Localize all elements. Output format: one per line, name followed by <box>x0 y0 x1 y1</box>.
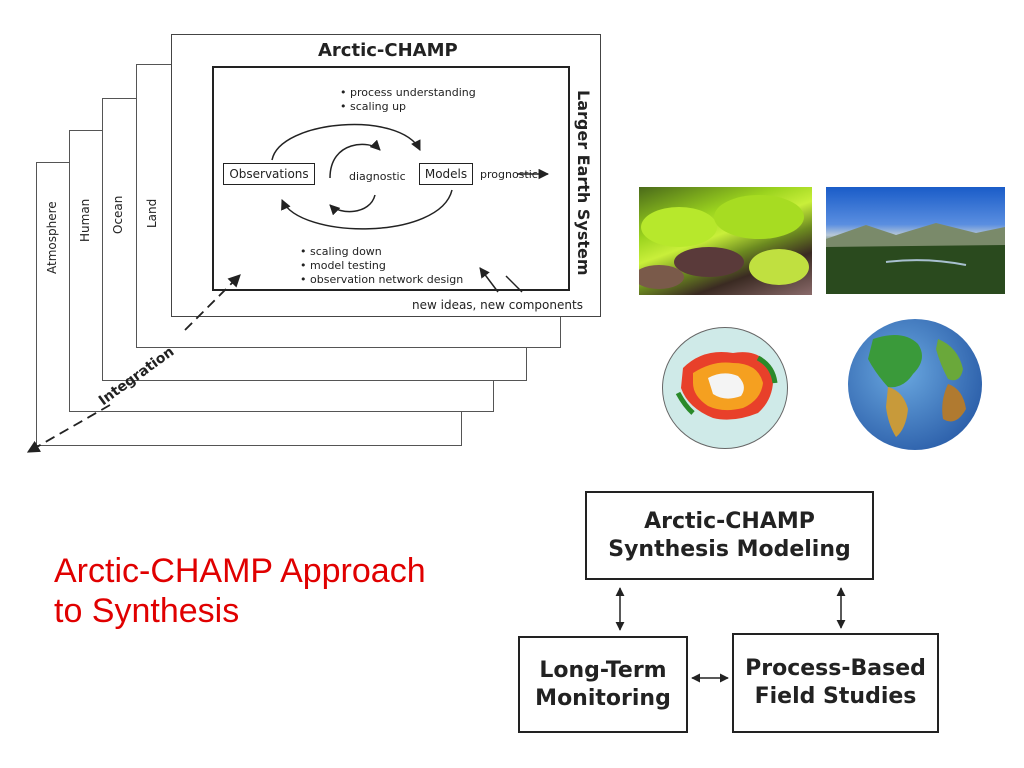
observations-box: Observations <box>223 163 315 185</box>
headline: Arctic-CHAMP Approach to Synthesis <box>54 551 426 631</box>
synthesis-modeling-box: Arctic-CHAMP Synthesis Modeling <box>585 491 874 580</box>
inner-loop-top <box>329 139 381 179</box>
inner-loop-bottom <box>329 194 376 216</box>
diagnostic-label: diagnostic <box>349 170 406 183</box>
diagram-arrows <box>26 123 550 453</box>
new-ideas-label: new ideas, new components <box>412 298 583 312</box>
arctic-map-globe <box>662 327 788 449</box>
integration-arrow-down <box>26 404 111 453</box>
headline-line1: Arctic-CHAMP Approach <box>54 552 426 590</box>
flow-arrows <box>615 587 846 683</box>
bullet-item: process understanding <box>340 86 476 100</box>
tundra-moss-photo <box>639 187 812 295</box>
earth-globe <box>848 319 982 450</box>
long-term-monitoring-box: Long-Term Monitoring <box>518 636 688 733</box>
new-ideas-arrow <box>479 267 499 293</box>
inner-process-box <box>212 66 570 291</box>
integration-arrow-up <box>184 274 241 331</box>
bullet-item: scaling down <box>300 245 463 259</box>
larger-earth-system-label: Larger Earth System <box>574 90 593 276</box>
models-box: Models <box>419 163 473 185</box>
outer-loop-bottom <box>281 189 453 230</box>
arctic-valley-photo <box>826 187 1005 294</box>
prognostic-label: prognostic <box>480 168 538 181</box>
diagram-title: Arctic-CHAMP <box>318 40 458 61</box>
process-based-field-studies-box: Process-Based Field Studies <box>732 633 939 733</box>
bullet-item: model testing <box>300 259 463 273</box>
bottom-bullets: scaling down model testing observation n… <box>300 245 463 287</box>
outer-loop-top <box>271 123 421 161</box>
top-bullets: process understanding scaling up <box>340 86 476 114</box>
new-ideas-line <box>505 275 523 293</box>
headline-line2: to Synthesis <box>54 592 240 630</box>
bullet-item: observation network design <box>300 273 463 287</box>
bullet-item: scaling up <box>340 100 476 114</box>
